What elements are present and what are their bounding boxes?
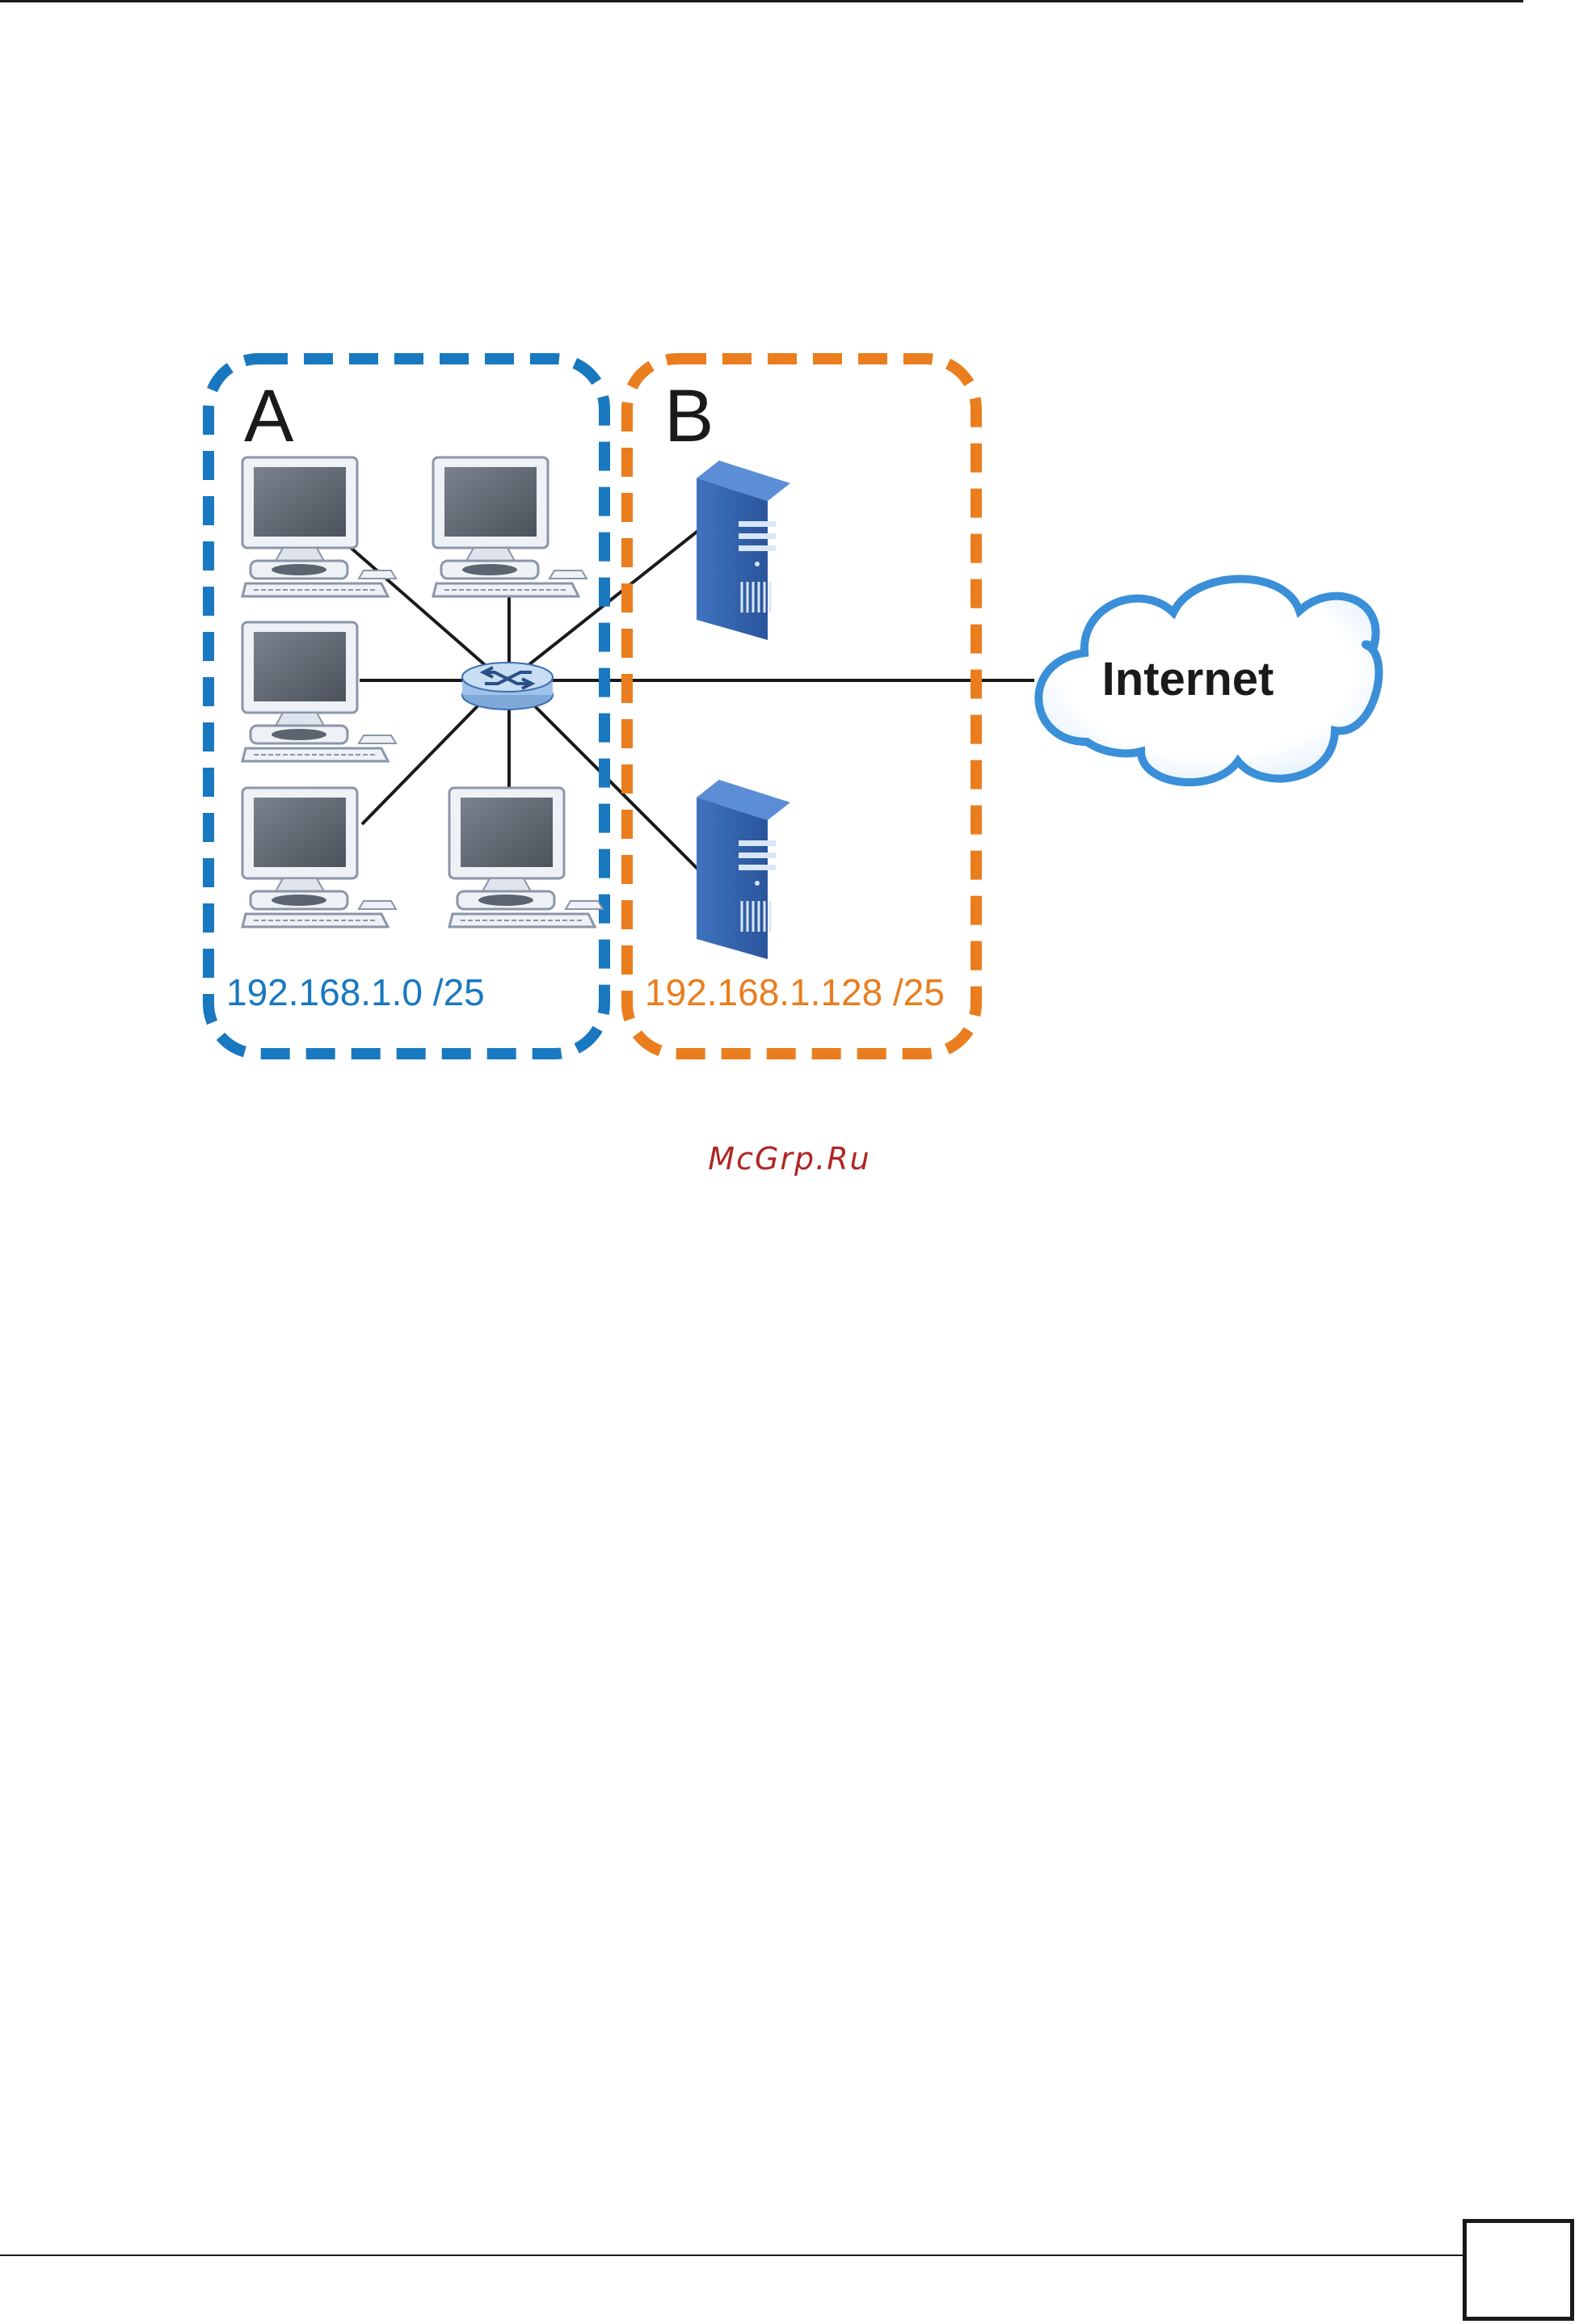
page-number-box <box>1463 2219 1574 2321</box>
workstation-icon <box>242 788 396 927</box>
watermark-text: McGrp.Ru <box>0 1141 1579 1177</box>
zone-b-boundary <box>627 359 976 1054</box>
zone-b-letter: B <box>664 375 714 457</box>
workstation-icon <box>449 788 603 927</box>
zone-b-subnet-label: 192.168.1.128 /25 <box>645 971 945 1013</box>
server-icon <box>697 780 790 959</box>
bottom-rule <box>0 2255 1463 2256</box>
workstation-icon <box>242 622 396 761</box>
zone-a-subnet-label: 192.168.1.0 /25 <box>226 971 485 1013</box>
workstation-icon <box>433 457 587 596</box>
workstation-icon <box>242 457 396 596</box>
server-icon <box>697 461 790 640</box>
cloud-label: Internet <box>1102 653 1274 705</box>
zone-a-letter: A <box>244 375 294 457</box>
switch-icon <box>462 663 553 709</box>
